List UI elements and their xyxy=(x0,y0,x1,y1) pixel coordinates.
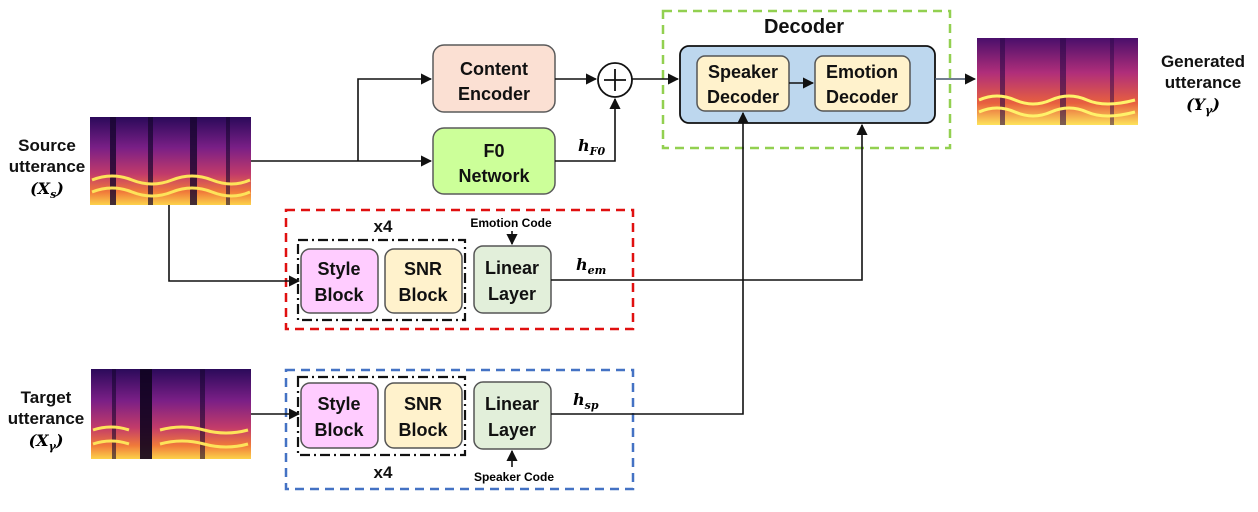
connectors xyxy=(168,73,868,467)
emotion-repeat-label: x4 xyxy=(374,217,393,236)
h-f0-label: hF0 xyxy=(578,136,605,158)
speaker-code-label: Speaker Code xyxy=(474,470,554,484)
target-label-line1: Target xyxy=(21,388,72,407)
generated-symbol: (Yγ) xyxy=(1186,95,1220,117)
emotion-snr-label-1: SNR xyxy=(404,259,442,279)
speaker-linear-layer xyxy=(473,381,552,450)
h-sp-label: hsp xyxy=(573,390,599,412)
target-symbol: (Xγ) xyxy=(29,431,64,453)
speaker-snr-label-1: SNR xyxy=(404,394,442,414)
f0-network-label-1: F0 xyxy=(483,141,504,161)
source-label-line1: Source xyxy=(18,136,76,155)
generated-label-line2: utterance xyxy=(1165,73,1242,92)
emotion-linear-label-2: Layer xyxy=(488,284,536,304)
emotion-style-label-1: Style xyxy=(317,259,360,279)
generated-spectrogram xyxy=(977,38,1138,125)
emotion-snr-block xyxy=(384,248,463,314)
h-em-label: hem xyxy=(576,255,606,277)
emotion-decoder-label-1: Emotion xyxy=(826,62,898,82)
source-label-line2: utterance xyxy=(9,157,86,176)
emotion-decoder-label-2: Decoder xyxy=(826,87,898,107)
emotion-decoder-box xyxy=(814,55,911,112)
source-spectrogram xyxy=(90,117,251,205)
decoder-title: Decoder xyxy=(764,16,844,38)
speaker-snr-label-2: Block xyxy=(398,420,448,440)
target-label-line2: utterance xyxy=(8,409,85,428)
emotion-code-label: Emotion Code xyxy=(470,216,552,230)
speaker-linear-label-2: Layer xyxy=(488,420,536,440)
source-symbol: (Xs) xyxy=(30,179,64,201)
emotion-style-block xyxy=(300,248,379,314)
speaker-style-label-1: Style xyxy=(317,394,360,414)
speaker-repeat-label: x4 xyxy=(374,463,393,482)
speaker-repeat-frame xyxy=(296,375,467,457)
speaker-decoder-label-2: Decoder xyxy=(707,87,779,107)
speaker-branch-frame xyxy=(284,368,635,491)
content-encoder-label-2: Encoder xyxy=(458,84,530,104)
emotion-snr-label-2: Block xyxy=(398,285,448,305)
speaker-snr-block xyxy=(384,382,463,449)
emotion-style-label-2: Block xyxy=(314,285,364,305)
decoder-frame xyxy=(661,9,952,150)
speaker-linear-label-1: Linear xyxy=(485,394,539,414)
emotion-branch-frame xyxy=(284,208,635,331)
target-spectrogram xyxy=(91,369,251,459)
speaker-decoder-label-1: Speaker xyxy=(708,62,778,82)
f0-network-label-2: Network xyxy=(458,166,530,186)
emotion-linear-label-1: Linear xyxy=(485,258,539,278)
content-encoder-label-1: Content xyxy=(460,59,528,79)
speaker-style-block xyxy=(300,382,379,449)
generated-label-line1: Generated xyxy=(1161,52,1245,71)
speaker-style-label-2: Block xyxy=(314,420,364,440)
